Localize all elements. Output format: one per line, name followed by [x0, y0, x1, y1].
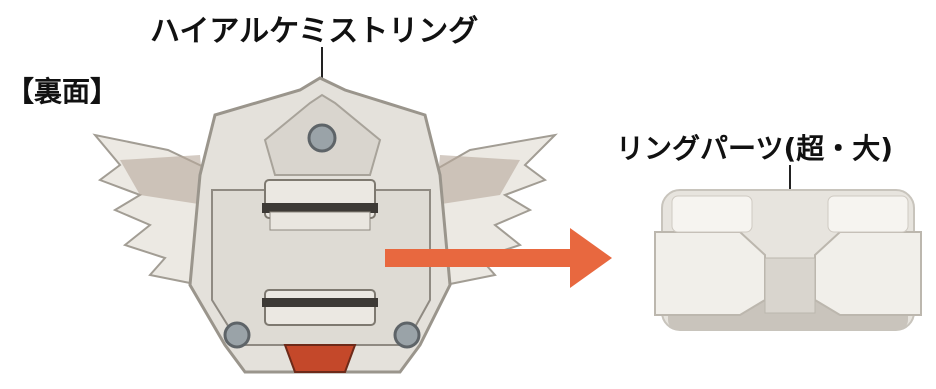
ring-back-view [92, 76, 558, 374]
screw-bottom-left [223, 321, 251, 349]
parts-left-block-top [671, 195, 753, 233]
top-clip-shadow [262, 203, 378, 213]
top-clip-face [269, 211, 371, 231]
right-wing-dark-slot [435, 155, 520, 205]
product-name-label: ハイアルケミストリング [150, 14, 479, 49]
parts-left-block [654, 231, 766, 316]
parts-right-block-top [827, 195, 909, 233]
back-side-label: 【裏面】 [6, 75, 119, 108]
parts-center-channel [764, 257, 816, 314]
screw-top [307, 123, 337, 153]
screw-bottom-right [393, 321, 421, 349]
direction-arrow [385, 228, 612, 288]
bottom-clip [264, 289, 376, 326]
ring-parts-view [654, 189, 922, 331]
left-wing-dark-slot [120, 155, 205, 205]
bottom-clip-shadow [262, 298, 378, 307]
ring-parts-label: リングパーツ(超・大) [616, 132, 894, 165]
parts-right-block [814, 231, 922, 316]
red-window [283, 344, 357, 373]
